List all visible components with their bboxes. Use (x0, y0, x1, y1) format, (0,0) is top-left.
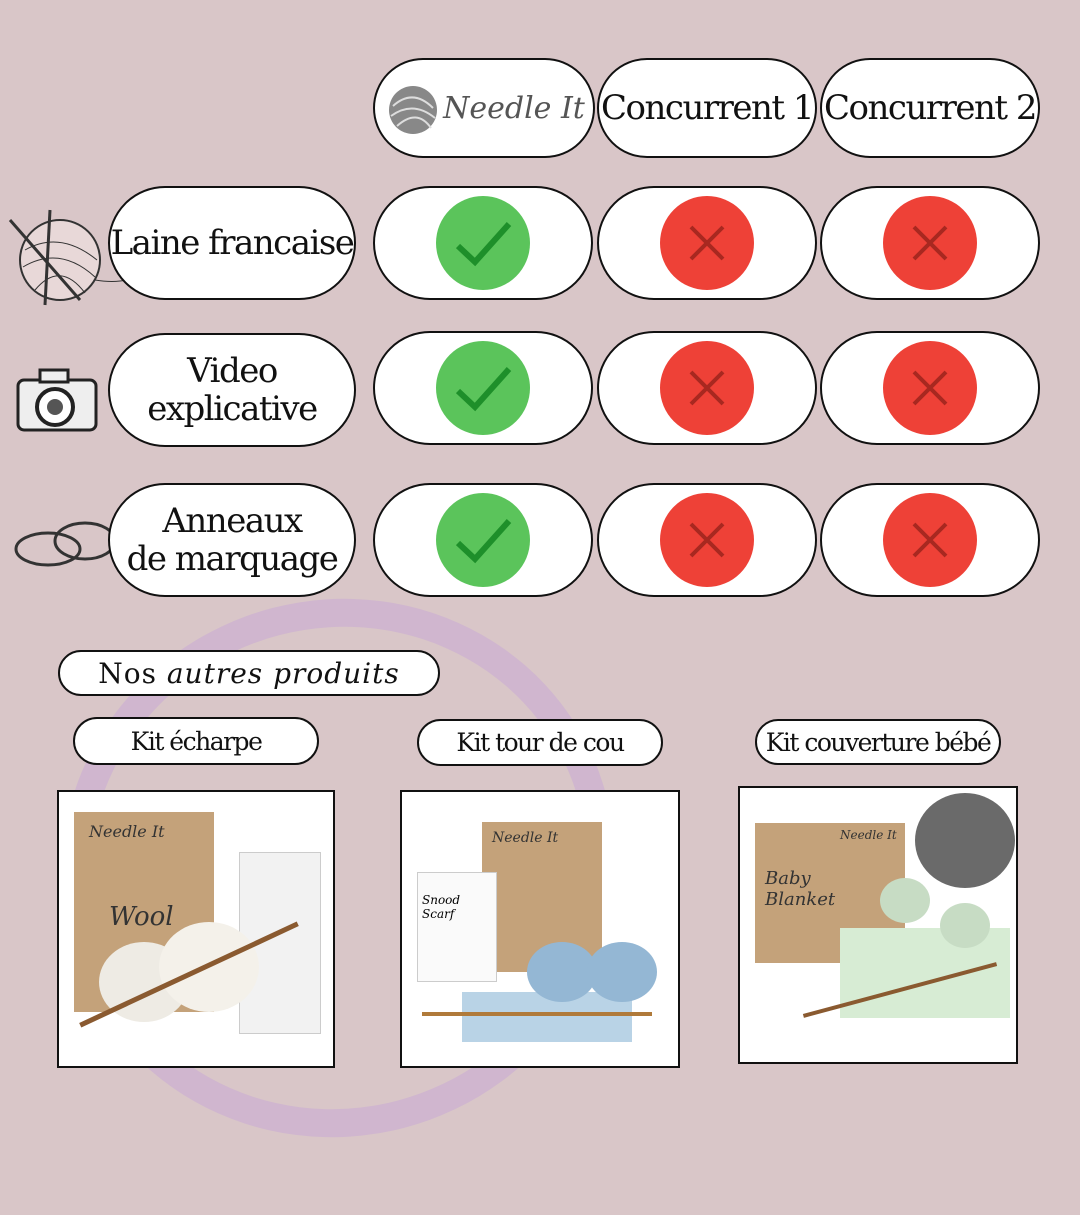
other-products-title: Nos autres produits (58, 650, 440, 696)
competitor-1-header: Concurrent 1 (597, 58, 817, 158)
bag-brand: Needle It (840, 828, 897, 842)
bag-brand: Needle It (89, 822, 165, 841)
cross-icon (660, 196, 754, 290)
wool-ball (940, 903, 990, 948)
needle-it-logo: Needle It (373, 58, 595, 158)
kit-echarpe-label[interactable]: Kit écharpe (73, 717, 319, 765)
cell-competitor-1-row-2 (597, 331, 817, 445)
cell-competitor-2-row-1 (820, 186, 1040, 300)
instruction-guide: Snood Scarf (417, 872, 497, 982)
check-icon (436, 493, 530, 587)
cross-icon (660, 493, 754, 587)
bag-product: Baby Blanket (765, 868, 836, 910)
check-icon (436, 341, 530, 435)
knitting-needle (422, 1012, 652, 1016)
yarn-ball-logo-icon (389, 86, 438, 134)
cell-competitor-1-row-1 (597, 186, 817, 300)
label-line-1: Anneaux (162, 501, 303, 541)
cell-needle-it-row-1 (373, 186, 593, 300)
kit-couverture-bebe-image[interactable]: Needle It Baby Blanket (738, 786, 1018, 1064)
kit-tour-de-cou-image[interactable]: Needle It Snood Scarf (400, 790, 680, 1068)
cross-icon (883, 341, 977, 435)
bag-product: Wool (109, 902, 174, 932)
kit-couverture-bebe-label[interactable]: Kit couverture bébé (755, 719, 1001, 765)
blanket (840, 928, 1010, 1018)
baby-photo (915, 793, 1015, 888)
cell-needle-it-row-3 (373, 483, 593, 597)
cell-competitor-1-row-3 (597, 483, 817, 597)
rings-icon (14, 521, 117, 567)
wool-ball (880, 878, 930, 923)
kit-echarpe-image[interactable]: Needle It Wool (57, 790, 335, 1068)
feature-label-video-explicative: Video explicative (108, 333, 356, 447)
cell-needle-it-row-2 (373, 331, 593, 445)
competitor-2-header: Concurrent 2 (820, 58, 1040, 158)
cross-icon (883, 493, 977, 587)
kit-tour-de-cou-label[interactable]: Kit tour de cou (417, 719, 663, 766)
wool-ball (587, 942, 657, 1002)
cell-competitor-2-row-3 (820, 483, 1040, 597)
title-italic: autres produits (166, 656, 400, 690)
knitted-swatch (462, 992, 632, 1042)
cross-icon (883, 196, 977, 290)
cross-icon (660, 341, 754, 435)
wool-ball (527, 942, 597, 1002)
camera-icon (16, 368, 98, 432)
title-regular: Nos (98, 656, 167, 690)
label-line-2: de marquage (126, 539, 339, 579)
check-icon (436, 196, 530, 290)
feature-label-anneaux-de-marquage: Anneaux de marquage (108, 483, 356, 597)
bag-brand: Needle It (492, 830, 559, 846)
feature-label-laine-francaise: Laine francaise (108, 186, 356, 300)
cell-competitor-2-row-2 (820, 331, 1040, 445)
